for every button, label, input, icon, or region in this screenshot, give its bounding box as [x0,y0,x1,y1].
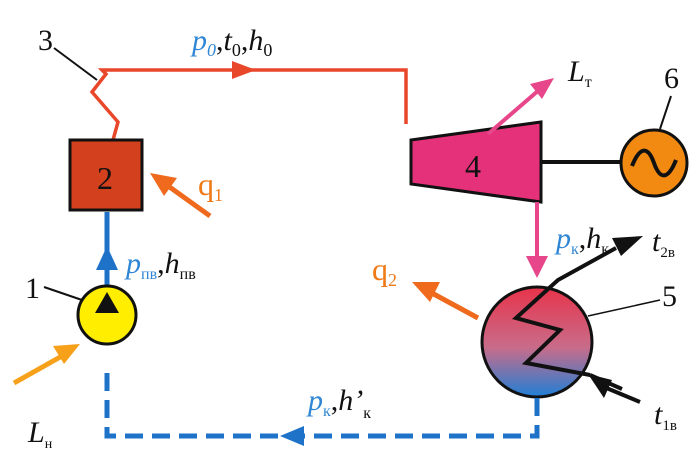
generator-number: 6 [664,62,679,95]
condenser-number: 5 [662,280,677,313]
pipe-callout [53,47,98,81]
feed-water-line [96,212,118,290]
pump-circle [76,284,138,346]
condensate-line [104,372,540,446]
turbine-number: 4 [465,148,481,184]
steam-params-label: p0,t0,h0 [190,24,272,60]
q2-label: q2 [372,251,397,290]
pump-work-label: Lн [27,416,53,452]
generator-callout [659,95,672,130]
steam-pipe [89,68,408,141]
boiler-number: 2 [97,160,113,196]
condenser [480,236,643,404]
steam-line [89,61,408,141]
feed-flow-arrow [96,246,118,270]
feed-params-label: pпв,hпв [124,247,196,283]
cooling-in-label: t1в [654,398,677,434]
exhaust-line [526,202,548,278]
boiler-box [68,138,144,212]
turbine-work-label: Lт [567,55,592,91]
steam-flow-arrow [232,61,256,79]
turbine-work-arrow [486,78,554,136]
condensate-flow-arrow [280,426,304,446]
q1-label: q1 [198,166,223,205]
pump-number: 1 [25,272,40,305]
condenser-callout [587,299,661,317]
generator [619,128,689,198]
cooling-water-out-arrow [612,236,643,256]
sine-wave-icon [630,148,678,178]
callout-number-3: 3 [38,24,53,57]
zigzag-coil-icon [511,246,617,377]
exhaust-flow-arrow [526,256,548,278]
cooling-water-in-arrow [588,374,612,398]
boiler [68,138,144,212]
cooling-out-label: t2в [652,225,675,261]
heat-input-arrow [150,173,212,219]
pump [76,284,138,346]
heat-rejection-arrow [412,282,480,321]
exhaust-params-label: pк,hк [554,222,609,258]
pump-arrow-icon [95,292,119,313]
condenser-circle [480,285,594,399]
pump-callout [43,286,83,301]
condensate-pipe [104,372,540,439]
condensate-params-label: pк,h’к [306,384,371,422]
pump-work-arrow [12,344,80,386]
